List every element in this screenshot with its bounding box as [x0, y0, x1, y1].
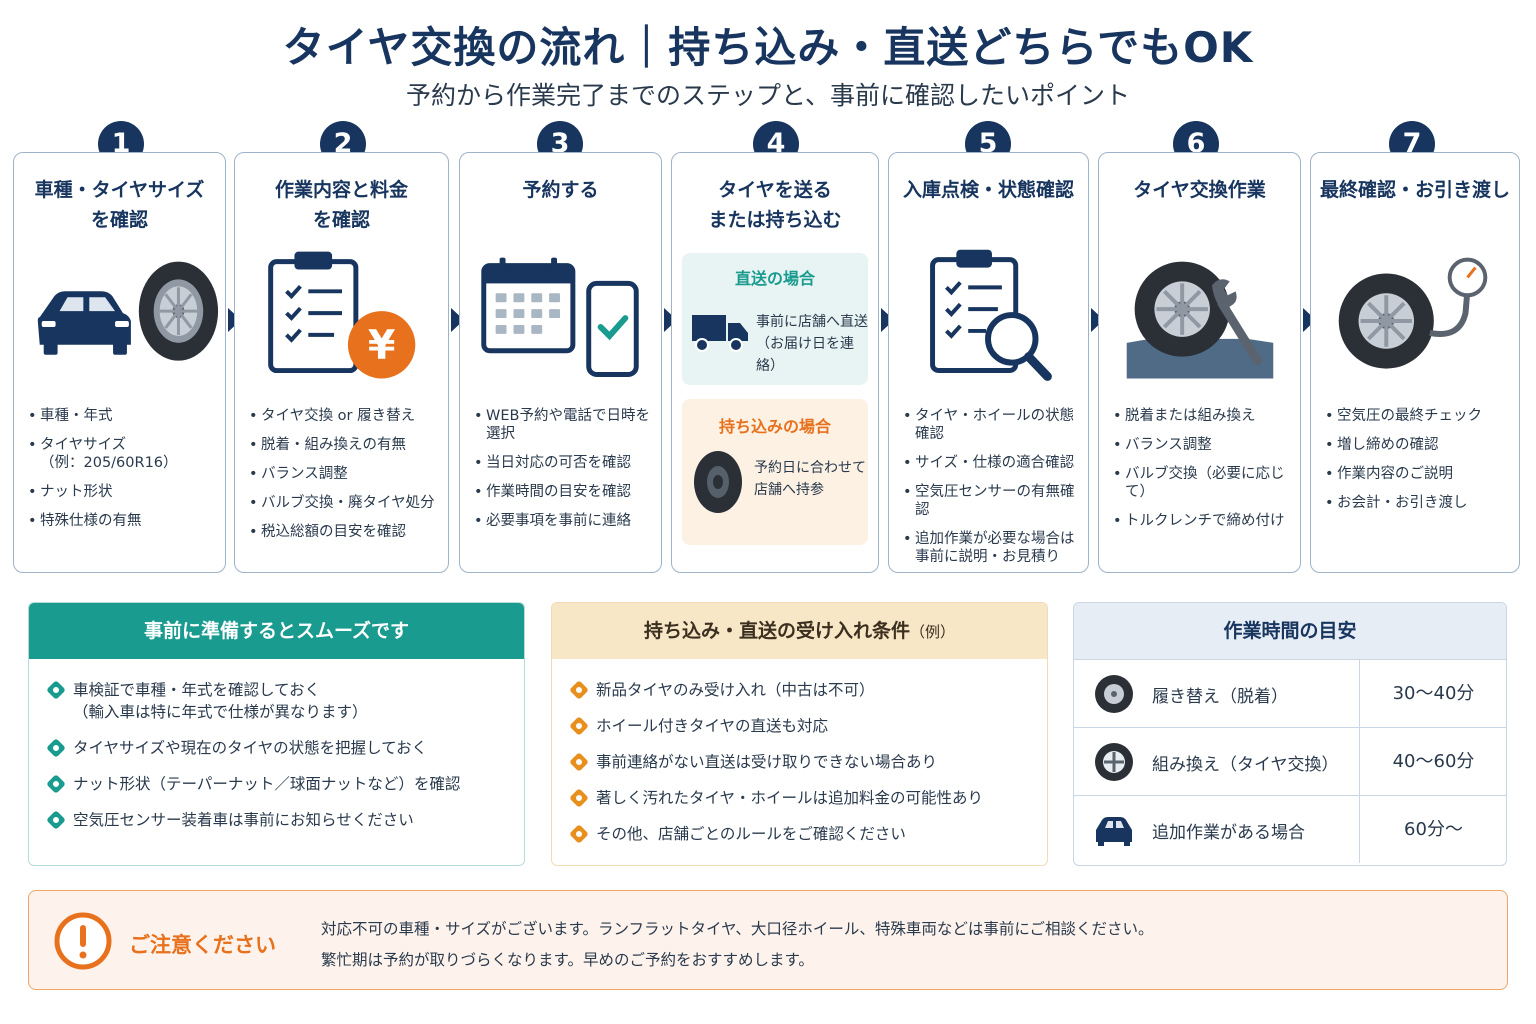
step-2-bullet: 脱着・組み換えの有無 [249, 436, 442, 454]
diamond-bullet-icon [46, 810, 66, 830]
step-1-bullet: ナット形状 [28, 483, 219, 501]
clipboard-yen-icon: ¥ [235, 249, 448, 399]
diamond-bullet-icon [46, 774, 66, 794]
step-6-bullet: 脱着または組み換え [1113, 407, 1294, 425]
step-5-bullet: タイヤ・ホイールの状態確認 [903, 407, 1082, 443]
step-7-card: 最終確認・お引き渡し 空気圧の最終チェック 増し締めの確認 作業内容のご説明 お… [1310, 152, 1520, 573]
tire-wrench-icon [1099, 249, 1300, 399]
yen-badge-text: ¥ [368, 323, 396, 369]
warning-icon [54, 912, 112, 970]
car-and-tire-icon [14, 249, 225, 399]
step-7-title: 最終確認・お引き渡し [1319, 179, 1510, 201]
page-subtitle: 予約から作業完了までのステップと、事前に確認したいポイント [405, 81, 1130, 110]
diamond-bullet-icon [569, 788, 589, 808]
step-5-bullet: 空気圧センサーの有無確認 [903, 483, 1082, 519]
notice-line-2: 繁忙期は予約が取りづらくなります。早めのご予約をおすすめします。 [321, 951, 814, 969]
diamond-bullet-icon [569, 716, 589, 736]
clipboard-magnifier-icon [889, 249, 1088, 399]
step-6-bullet: トルクレンチで締め付け [1113, 512, 1294, 530]
step-3-card: 予約する WEB予約や電話で日時を選択 当日対応の可否を確認 作業時間の目安を確… [459, 152, 662, 573]
condition-item: 新品タイヤのみ受け入れ（中古は不可） [568, 679, 1031, 701]
bring-in-text: 予約日に合わせて 店舗へ持参 [754, 460, 866, 498]
step-5-bullet: サイズ・仕様の適合確認 [903, 454, 1082, 472]
direct-delivery-text: 事前に店舗へ直送 （お届け日を連絡） [756, 314, 868, 374]
step-2-card: 作業内容と料金 を確認 ¥ タイヤ交換 or 履き替え 脱着・組み換えの有無 バ… [234, 152, 449, 573]
step-3-bullet: 必要事項を事前に連絡 [474, 512, 655, 530]
step-2-bullet: バランス調整 [249, 465, 442, 483]
step-1-bullet: 特殊仕様の有無 [28, 512, 219, 530]
step-3-title: 予約する [522, 179, 599, 201]
notice-heading: ご注意ください [129, 933, 276, 957]
step-6-title: タイヤ交換作業 [1133, 179, 1266, 201]
step-5-bullet: 追加作業が必要な場合は 事前に説明・お見積り [903, 530, 1082, 566]
calendar-phone-icon [460, 249, 661, 399]
step-6-bullet: バランス調整 [1113, 436, 1294, 454]
time-value: 60分～ [1359, 796, 1506, 863]
tire-icon [694, 451, 742, 513]
diamond-bullet-icon [569, 824, 589, 844]
prep-heading: 事前に準備するとスムーズです [29, 603, 524, 659]
tire-icon [1095, 675, 1133, 713]
step-6-card: タイヤ交換作業 脱着または組み換え バランス調整 バルブ交換（必要に応じて） ト… [1098, 152, 1301, 573]
bring-in-box: 持ち込みの場合 予約日に合わせて 店舗へ持参 [682, 399, 868, 545]
step-1-bullet: タイヤサイズ （例：205/60R16） [28, 436, 219, 472]
time-row: 履き替え（脱着） 30～40分 [1074, 659, 1506, 727]
car-icon [1096, 817, 1132, 846]
condition-item: ホイール付きタイヤの直送も対応 [568, 715, 1031, 737]
step-7-bullet: 作業内容のご説明 [1325, 465, 1513, 483]
time-label: 組み換え（タイヤ交換） [1152, 755, 1339, 775]
step-5-card: 入庫点検・状態確認 タイヤ・ホイールの状態確認 サイズ・仕様の適合確認 空気圧セ… [888, 152, 1089, 573]
direct-delivery-box: 直送の場合 事前に店舗へ直送 （お届け日を連絡） [682, 253, 868, 385]
step-4-card: タイヤを送る または持ち込む 直送の場合 事前に店舗へ直送 （お届け日を連絡） … [671, 152, 879, 573]
time-heading: 作業時間の目安 [1074, 603, 1506, 659]
condition-item: 事前連絡がない直送は受け取りできない場合あり [568, 751, 1031, 773]
time-value: 40～60分 [1359, 728, 1506, 795]
time-row: 組み換え（タイヤ交換） 40～60分 [1074, 727, 1506, 795]
step-2-title: 作業内容と料金 を確認 [274, 179, 408, 231]
prep-panel: 事前に準備するとスムーズです 車検証で車種・年式を確認しておく （輸入車は特に年… [28, 602, 525, 866]
truck-icon [692, 315, 748, 352]
step-2-bullet: バルブ交換・廃タイヤ処分 [249, 494, 442, 512]
time-panel: 作業時間の目安 履き替え（脱着） 30～40分 組み換え（タイヤ交換） 40～6… [1073, 602, 1507, 866]
conditions-panel: 持ち込み・直送の受け入れ条件（例） 新品タイヤのみ受け入れ（中古は不可） ホイー… [551, 602, 1048, 866]
step-3-bullet: WEB予約や電話で日時を選択 [474, 407, 655, 443]
step-7-bullet: 増し締めの確認 [1325, 436, 1513, 454]
wheel-icon [1095, 743, 1133, 781]
condition-item: 著しく汚れたタイヤ・ホイールは追加料金の可能性あり [568, 787, 1031, 809]
bring-in-heading: 持ち込みの場合 [718, 417, 831, 436]
step-5-title: 入庫点検・状態確認 [902, 179, 1074, 201]
step-7-bullet: お会計・お引き渡し [1325, 494, 1513, 512]
condition-item: その他、店舗ごとのルールをご確認ください [568, 823, 1031, 845]
diamond-bullet-icon [46, 738, 66, 758]
prep-item: タイヤサイズや現在のタイヤの状態を把握しておく [45, 737, 508, 759]
prep-item: 空気圧センサー装着車は事前にお知らせください [45, 809, 508, 831]
diamond-bullet-icon [569, 752, 589, 772]
step-3-bullet: 作業時間の目安を確認 [474, 483, 655, 501]
tire-gauge-icon [1311, 249, 1519, 399]
diamond-bullet-icon [46, 680, 66, 700]
notice-line-1: 対応不可の車種・サイズがございます。ランフラットタイヤ、大口径ホイール、特殊車両… [321, 920, 1154, 938]
time-value: 30～40分 [1359, 660, 1506, 727]
step-4-title: タイヤを送る または持ち込む [708, 179, 842, 231]
direct-delivery-heading: 直送の場合 [734, 269, 815, 288]
step-1-bullet: 車種・年式 [28, 407, 219, 425]
conditions-heading: 持ち込み・直送の受け入れ条件（例） [552, 603, 1047, 659]
page-title: タイヤ交換の流れ｜持ち込み・直送どちらでもOK [282, 23, 1254, 72]
notice-box: ご注意ください 対応不可の車種・サイズがございます。ランフラットタイヤ、大口径ホ… [28, 890, 1508, 990]
step-6-bullet: バルブ交換（必要に応じて） [1113, 465, 1294, 501]
time-label: 履き替え（脱着） [1152, 687, 1288, 707]
prep-item: 車検証で車種・年式を確認しておく （輸入車は特に年式で仕様が異なります） [45, 679, 508, 723]
time-label: 追加作業がある場合 [1152, 823, 1305, 843]
time-row: 追加作業がある場合 60分～ [1074, 795, 1506, 863]
step-3-bullet: 当日対応の可否を確認 [474, 454, 655, 472]
step-7-bullet: 空気圧の最終チェック [1325, 407, 1513, 425]
prep-item: ナット形状（テーパーナット／球面ナットなど）を確認 [45, 773, 508, 795]
step-2-bullet: 税込総額の目安を確認 [249, 523, 442, 541]
step-1-title: 車種・タイヤサイズ を確認 [34, 179, 205, 231]
step-2-bullet: タイヤ交換 or 履き替え [249, 407, 442, 425]
diamond-bullet-icon [569, 680, 589, 700]
step-1-card: 車種・タイヤサイズ を確認 車種・年式 タイヤサイズ （例：205/60R16）… [13, 152, 226, 573]
